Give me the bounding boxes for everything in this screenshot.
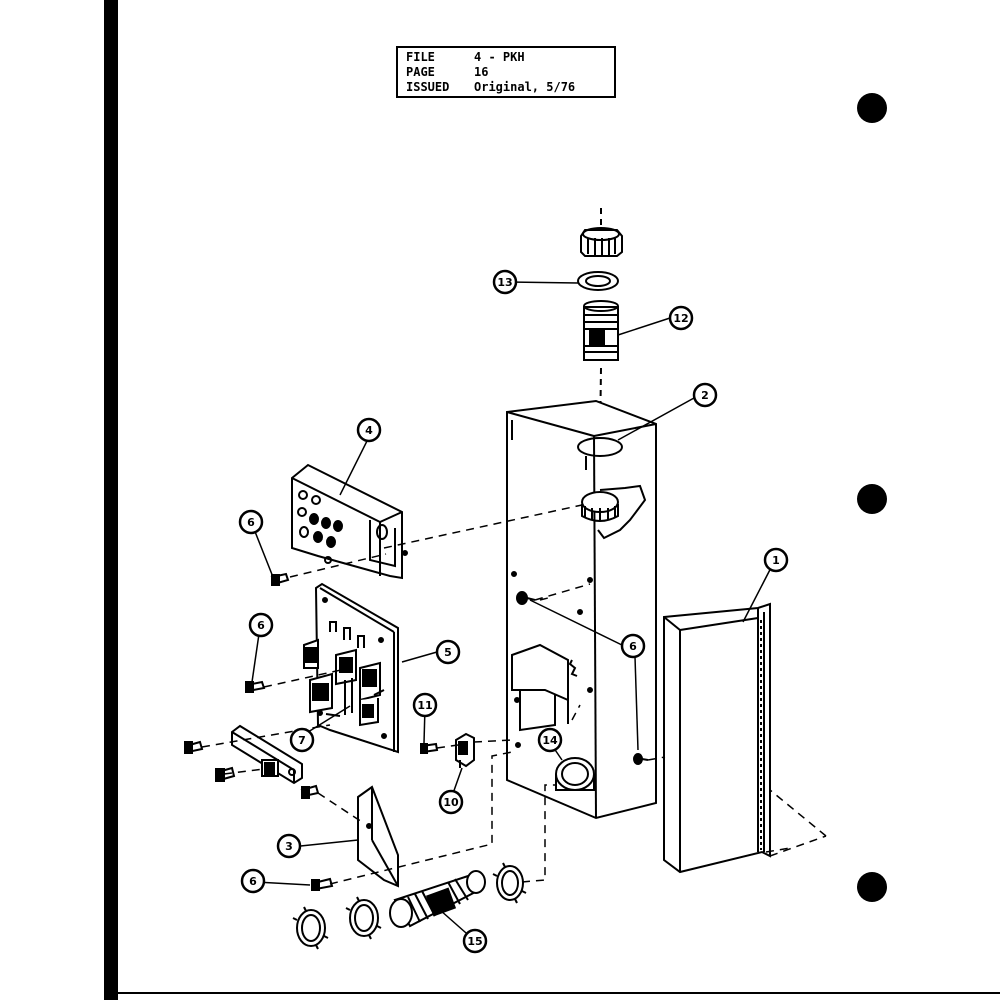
locknut-far-left [292,906,329,950]
terminal-block [291,463,408,580]
callout-5-label: 5 [444,646,452,659]
punch-hole-top [857,93,887,123]
callout-10: 10 [438,789,464,815]
callout-15: 15 [462,928,488,954]
mounting-bracket [357,785,399,888]
callout-15-label: 15 [467,935,482,948]
conduit-opening [555,757,595,791]
callout-1-label: 1 [772,554,780,567]
page-value: 16 [474,65,489,79]
callout-2-label: 2 [701,389,709,402]
callout-14: 14 [537,727,563,753]
callout-6c-label: 6 [629,640,637,653]
callout-4-label: 4 [365,424,373,437]
screw-bottom [311,877,334,891]
callout-11-label: 11 [417,699,432,712]
side-cover-panel [663,602,771,874]
punch-hole-bottom [857,872,887,902]
callout-6d-label: 6 [249,875,257,888]
punch-hole-middle [857,484,887,514]
callout-6-bottom: 6 [240,868,266,894]
callout-12-label: 12 [673,312,688,325]
callout-13: 13 [492,269,518,295]
callout-7-label: 7 [298,734,306,747]
issued-row: ISSUED Original, 5/76 [406,80,606,95]
callout-6a-label: 6 [247,516,255,529]
bracket-clip [455,732,475,768]
binder-bar [104,0,118,1000]
screw-mid-left [245,680,266,693]
file-value: 4 - PKH [474,50,525,64]
callout-5: 5 [435,639,461,665]
callout-1: 1 [763,547,789,573]
callout-10-label: 10 [443,796,459,809]
page-key: PAGE [406,65,435,79]
page-row: PAGE 16 [406,65,606,80]
callout-4: 4 [356,417,382,443]
callout-6b-label: 6 [257,619,265,632]
locknut-left [345,896,382,940]
screw-upper-left [270,572,290,586]
nipple-fitting [583,300,619,361]
conduit-nipple [389,870,486,928]
callout-6-box: 6 [620,633,646,659]
callout-7: 7 [289,727,315,753]
assembly-dash-lines [201,504,827,885]
callout-6-mid-left: 6 [248,612,274,638]
file-row: FILE 4 - PKH [406,50,606,65]
cap-nut [580,227,623,257]
callout-12: 12 [668,305,694,331]
issued-key: ISSUED [406,80,450,94]
file-info-box: FILE 4 - PKH PAGE 16 ISSUED Original, 5/… [396,46,616,98]
callout-11: 11 [412,692,438,718]
file-key: FILE [406,50,435,64]
washer-ring [577,271,619,291]
ground-lug-assembly [184,724,320,799]
callout-6-upper-left: 6 [238,509,264,535]
callout-2: 2 [692,382,718,408]
relay-panel [303,582,399,754]
issued-value: Original, 5/76 [474,80,576,94]
bottom-border [118,992,1000,994]
screw-box-right [633,753,649,765]
locknut-right [492,862,527,904]
enclosure-box [506,399,657,820]
screw-box-left [516,591,536,605]
callout-3: 3 [276,833,302,859]
callout-13-label: 13 [497,276,512,289]
screw-11 [420,742,439,754]
callout-3-label: 3 [285,840,293,853]
callout-14-label: 14 [542,734,558,747]
